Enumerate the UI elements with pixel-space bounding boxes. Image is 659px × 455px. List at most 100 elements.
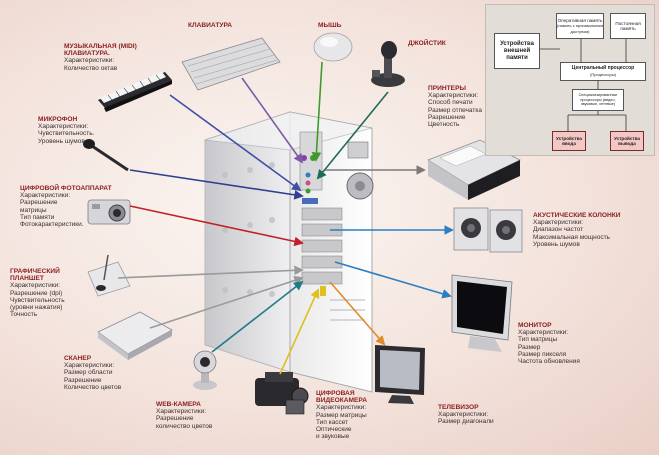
- arrow-microphone: [129, 169, 304, 200]
- tablet-title: ГРАФИЧЕСКИЙ ПЛАНШЕТ: [10, 268, 60, 283]
- scheme-output-line: вывода: [618, 141, 636, 146]
- arrow-synth: [169, 94, 302, 192]
- speakers-illustration: [453, 207, 523, 253]
- camcorder-spec: Размер матрицы: [316, 411, 367, 419]
- scheme-input-devices-block: Устройства ввода: [552, 131, 586, 151]
- computer-architecture-scheme: Оперативная память (память с произвольны…: [485, 4, 655, 156]
- camcorder-label: ЦИФРОВАЯ ВИДЕОКАМЕРА Характеристики: Раз…: [316, 390, 376, 440]
- camcorder-illustration: [255, 372, 309, 415]
- scanner-spec: Размер области: [64, 369, 113, 377]
- monitor-illustration: [451, 274, 513, 352]
- scheme-output-line: Устройства: [614, 135, 640, 141]
- digital-camera-illustration: [87, 199, 131, 225]
- camcorder-spec: Тип кассет: [316, 418, 349, 426]
- webcam-label: WEB-КАМЕРА Характеристики: Разрешение ко…: [156, 401, 212, 430]
- arrow-scanner: [149, 275, 304, 329]
- camcorder-title: ЦИФРОВАЯ ВИДЕОКАМЕРА: [316, 390, 367, 405]
- camera-spec: Разрешение: [20, 199, 58, 207]
- webcam-spec: количество цветов: [156, 422, 213, 430]
- microphone-label: МИКРОФОН Характеристики: Чувствительност…: [38, 116, 94, 145]
- scanner-title: СКАНЕР: [64, 355, 92, 362]
- scheme-cpu-label: Центральный процессор: [571, 64, 635, 71]
- microphone-illustration: [83, 139, 129, 172]
- scanner-spec: Характеристики:: [64, 362, 115, 370]
- tablet-spec: Характеристики:: [10, 282, 61, 290]
- arrow-camera: [129, 205, 304, 247]
- arrow-camcorder: [279, 288, 320, 375]
- arrow-webcam: [211, 280, 304, 353]
- printer-title: ПРИНТЕРЫ: [428, 85, 466, 92]
- monitor-title: МОНИТОР: [518, 322, 552, 329]
- scheme-external-line: внешней: [503, 47, 531, 54]
- tablet-spec: Разрешение (dpi): [10, 289, 63, 297]
- camcorder-spec: и звуковые: [316, 433, 350, 441]
- speakers-spec: Максимальная мощность: [533, 233, 610, 241]
- webcam-spec: Характеристики:: [156, 408, 207, 416]
- speakers-label: АКУСТИЧЕСКИЕ КОЛОНКИ Характеристики: Диа…: [533, 212, 629, 248]
- scheme-input-line: ввода: [562, 141, 576, 146]
- monitor-spec: Размер: [518, 343, 541, 351]
- speakers-spec: Диапазон частот: [533, 226, 584, 234]
- scheme-special-processors-block: Специализированные процессоры (видео, зв…: [572, 89, 624, 111]
- graphic-tablet-illustration: [87, 254, 131, 297]
- printer-spec: Характеристики:: [428, 92, 479, 100]
- webcam-illustration: [193, 350, 217, 390]
- camera-title: ЦИФРОВОЙ ФОТОАППАРАТ: [20, 185, 112, 192]
- mouse-label: МЫШЬ: [318, 22, 341, 29]
- scheme-external-line: Устройства: [500, 40, 534, 47]
- camera-spec: Фотокарактеристики.: [20, 221, 84, 229]
- synth-spec: Количество октав: [64, 64, 118, 72]
- monitor-spec: Тип матрицы: [518, 336, 558, 344]
- arrow-tv: [329, 281, 386, 346]
- joystick-illustration: [371, 41, 405, 87]
- printer-spec: Размер отпечатка: [428, 106, 482, 114]
- mouse-title: МЫШЬ: [318, 22, 342, 29]
- scheme-rom-label: Постоянная память: [615, 20, 641, 31]
- scheme-ram-block: Оперативная память (память с произвольны…: [556, 13, 604, 39]
- tablet-spec: (уровни нажатия): [10, 304, 63, 312]
- keyboard-label: КЛАВИАТУРА: [188, 22, 232, 29]
- tv-label: ТЕЛЕВИЗОР Характеристики: Размер диагона…: [438, 404, 494, 426]
- monitor-spec: Частота обновления: [518, 358, 580, 366]
- scanner-label: СКАНЕР Характеристики: Размер области Ра…: [64, 355, 121, 391]
- scheme-ram-sublabel: (память с произвольным доступом): [557, 23, 603, 34]
- midi-keyboard-illustration: [98, 72, 172, 112]
- monitor-spec: Характеристики:: [518, 329, 569, 337]
- tablet-spec: Точность: [10, 311, 38, 319]
- camera-spec: матрицы: [20, 206, 47, 214]
- scheme-external-memory-block: Устройства внешней памяти: [494, 33, 540, 69]
- microphone-spec: Характеристики:: [38, 123, 89, 131]
- scheme-cpu-sublabel: (Процессоры): [590, 71, 616, 77]
- tv-illustration: [375, 345, 425, 404]
- scheme-ram-label: Оперативная память: [557, 18, 603, 24]
- printer-spec: Разрешение: [428, 113, 466, 121]
- scheme-cpu-block: Центральный процессор (Процессоры): [560, 62, 646, 81]
- tv-spec: Характеристики:: [438, 411, 489, 419]
- scanner-spec: Количество цветов: [64, 383, 122, 391]
- pc-system-unit: [204, 111, 374, 393]
- camera-spec: Характеристики:: [20, 192, 71, 200]
- speakers-spec: Характеристики:: [533, 219, 584, 227]
- arrow-tablet: [117, 265, 304, 279]
- webcam-title: WEB-КАМЕРА: [156, 401, 201, 408]
- tablet-label: ГРАФИЧЕСКИЙ ПЛАНШЕТ Характеристики: Разр…: [10, 268, 68, 318]
- scheme-output-devices-block: Устройства вывода: [610, 131, 644, 151]
- tv-title: ТЕЛЕВИЗОР: [438, 404, 479, 411]
- scheme-connectors: [540, 39, 627, 131]
- scheme-external-line: памяти: [506, 54, 528, 61]
- keyboard-title: КЛАВИАТУРА: [188, 22, 233, 29]
- microphone-title: МИКРОФОН: [38, 116, 78, 123]
- scheme-rom-block: Постоянная память: [610, 13, 646, 39]
- tablet-spec: Чувствительность: [10, 296, 65, 304]
- synth-title: МУЗЫКАЛЬНАЯ (MIDI) КЛАВИАТУРА.: [64, 43, 137, 58]
- printer-label: ПРИНТЕРЫ Характеристики: Способ печати Р…: [428, 85, 482, 128]
- scheme-input-line: Устройства: [556, 135, 582, 141]
- scanner-spec: Разрешение: [64, 376, 102, 384]
- scheme-special-label: Специализированные процессоры (видео, зв…: [578, 93, 618, 107]
- camcorder-spec: Характеристики:: [316, 404, 367, 412]
- arrow-mouse: [311, 61, 323, 162]
- synth-spec: Характеристики:: [64, 57, 115, 65]
- monitor-label: МОНИТОР Характеристики: Тип матрицы Разм…: [518, 322, 580, 365]
